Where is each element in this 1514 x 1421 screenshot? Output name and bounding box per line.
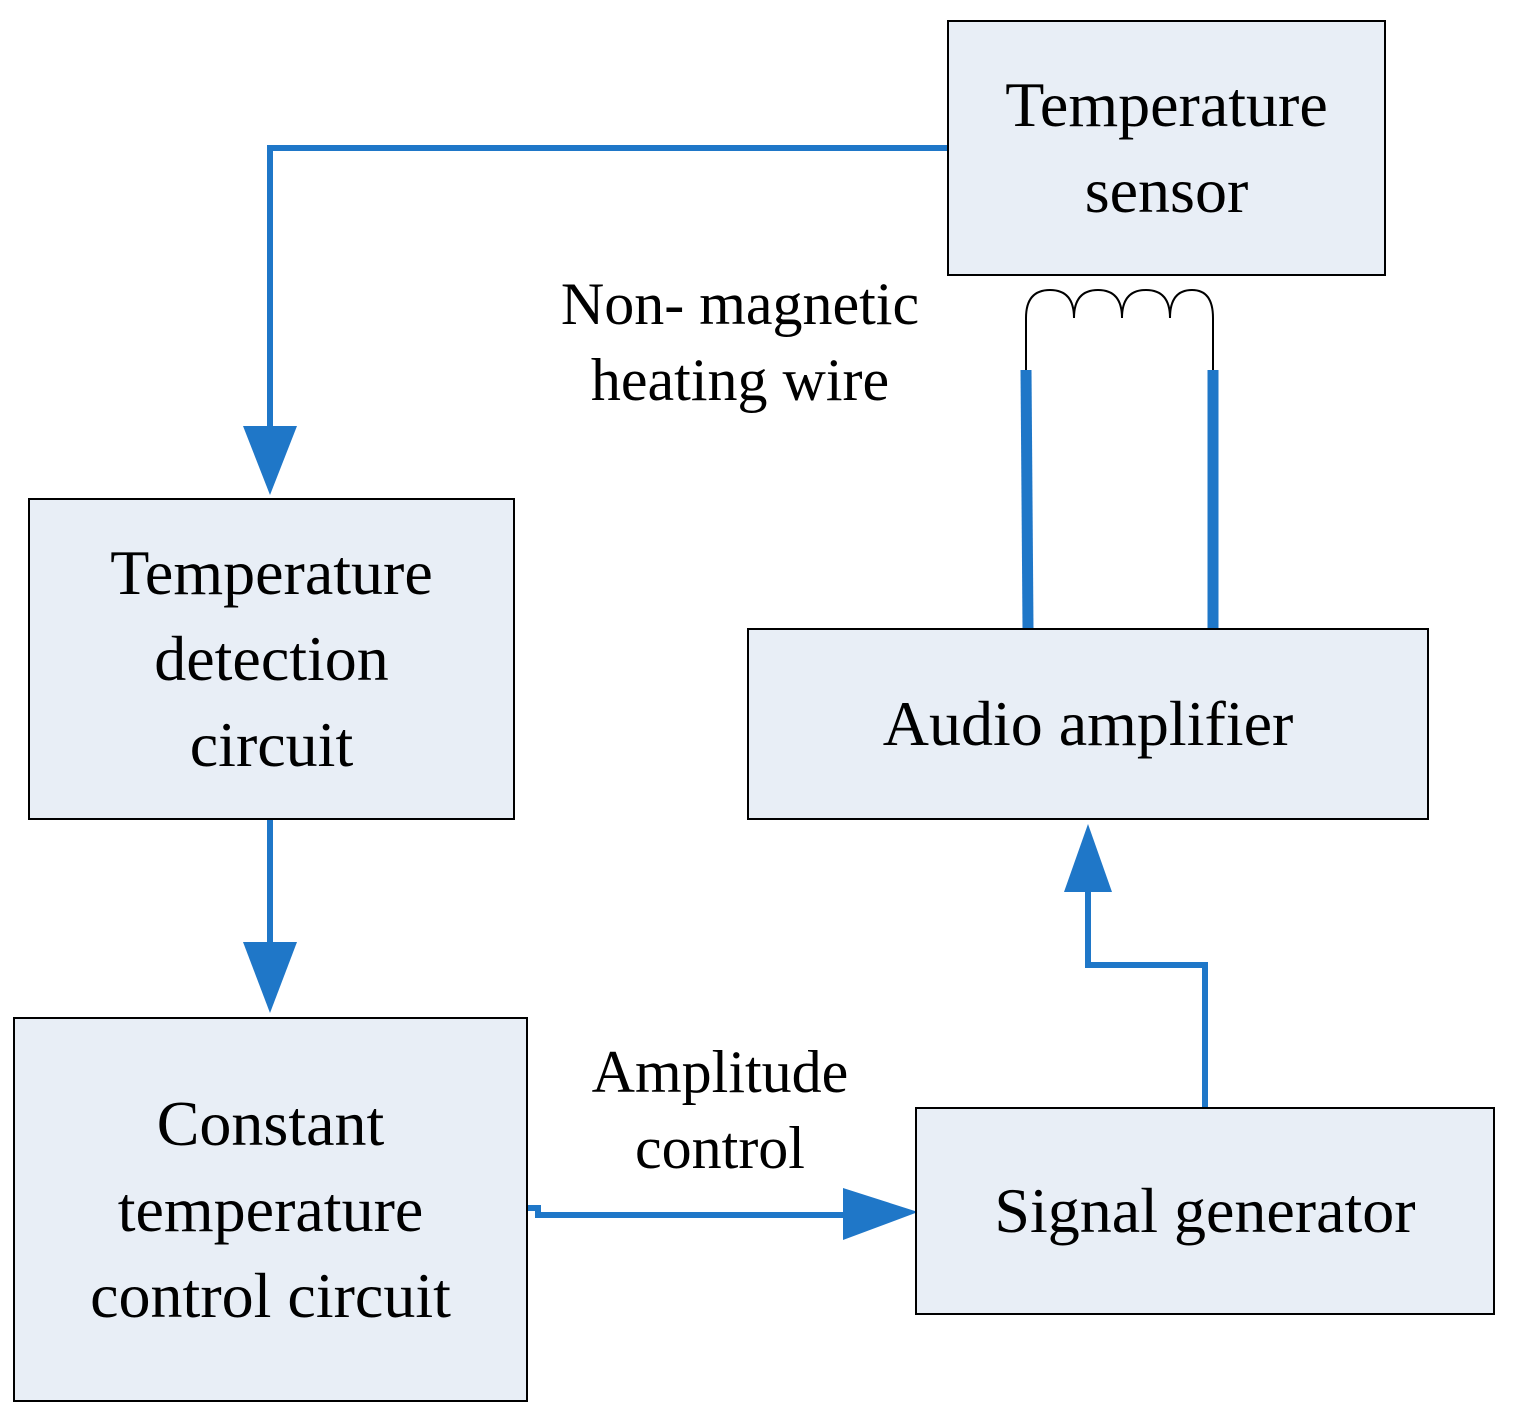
- amplifier-output-lead-left: [1020, 369, 1034, 629]
- control-label-line-3: control circuit: [90, 1259, 451, 1331]
- temperature-sensor-block: Temperature sensor: [947, 20, 1386, 276]
- temperature-detection-circuit-block: Temperature detection circuit: [28, 498, 515, 820]
- temperature-sensor-label-line-1: Temperature: [1005, 69, 1328, 140]
- temperature-sensor-label-line-2: sensor: [1084, 155, 1249, 226]
- arrowhead-into-control: [243, 942, 297, 1013]
- signal-generator-label: Signal generator: [994, 1175, 1416, 1246]
- signal-generator-block: Signal generator: [915, 1107, 1495, 1315]
- heating-wire-label: Non- magnetic heating wire: [520, 266, 960, 418]
- control-label-line-2: temperature: [117, 1173, 424, 1245]
- arrowhead-into-signal-generator: [843, 1188, 918, 1240]
- detection-label-line-1: Temperature: [110, 537, 433, 608]
- audio-amplifier-block: Audio amplifier: [747, 628, 1429, 820]
- heating-wire-label-line-2: heating wire: [590, 347, 890, 413]
- wire-generator-to-amplifier: [1085, 880, 1208, 1107]
- feedback-wire-sensor-to-detection: [267, 145, 950, 440]
- amplitude-control-label: Amplitude control: [560, 1034, 880, 1186]
- arrowhead-into-audio-amplifier: [1064, 824, 1112, 892]
- audio-amplifier-label: Audio amplifier: [882, 688, 1294, 759]
- heating-wire-label-line-1: Non- magnetic: [560, 271, 920, 337]
- amplitude-control-label-line-1: Amplitude: [591, 1039, 849, 1105]
- detection-label-line-2: detection: [154, 623, 389, 694]
- constant-temperature-control-circuit-block: Constant temperature control circuit: [13, 1017, 528, 1402]
- amplitude-control-label-line-2: control: [635, 1115, 805, 1181]
- detection-label-line-3: circuit: [189, 709, 354, 780]
- amplitude-control-wire: [527, 1205, 855, 1218]
- control-label-line-1: Constant: [156, 1087, 385, 1159]
- heating-coil-icon: [1025, 288, 1214, 370]
- arrowhead-into-detection: [243, 426, 297, 495]
